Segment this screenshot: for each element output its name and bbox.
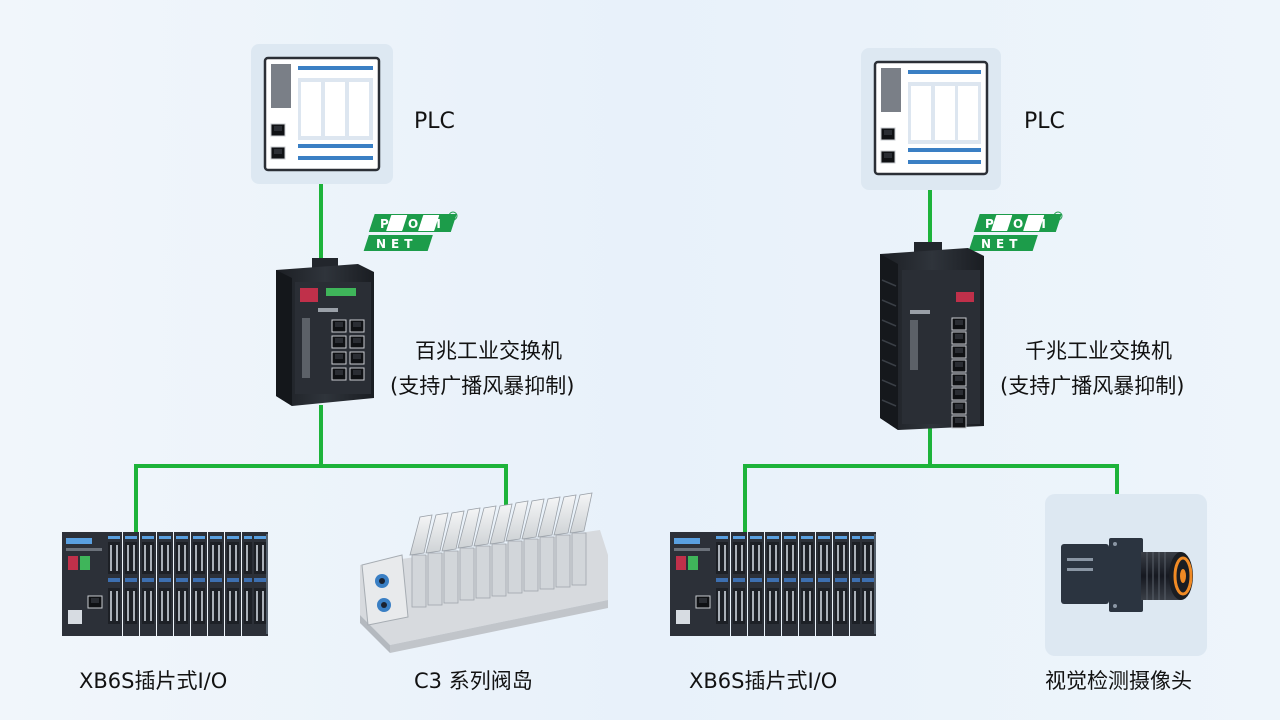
- left-profinet-bottom-text: NET: [376, 237, 417, 251]
- left-bus-line: [134, 464, 508, 540]
- left-plc-label: PLC: [414, 109, 455, 134]
- left-io-module-icon: [62, 532, 268, 636]
- right-plc-label: PLC: [1024, 109, 1065, 134]
- left-switch-icon: [276, 258, 374, 406]
- right-profinet-logo-icon: PROFI NET: [968, 211, 1063, 251]
- left-io-label: XB6S插片式I/O: [79, 669, 227, 693]
- left-switch-label-line1: 百兆工业交换机: [415, 339, 562, 363]
- right-switch-label-line2: (支持广播风暴抑制): [1000, 374, 1184, 398]
- left-switch-label-line2: (支持广播风暴抑制): [390, 374, 574, 398]
- camera-icon: [1045, 494, 1207, 656]
- right-bus-line: [743, 464, 1119, 540]
- right-profinet-bottom-text: NET: [981, 237, 1022, 251]
- right-io-label: XB6S插片式I/O: [689, 669, 837, 693]
- right-switch-icon: [880, 242, 984, 430]
- left-profinet-logo-icon: PROFI NET: [363, 211, 458, 251]
- right-plc-icon: [861, 48, 1001, 190]
- right-io-module-icon: [670, 532, 876, 636]
- left-links: [134, 182, 508, 540]
- left-plc-icon: [251, 44, 393, 184]
- valve-island-icon: [360, 492, 608, 653]
- left-profinet-top-text: PROFI: [380, 217, 446, 231]
- valve-island-label: C3 系列阀岛: [414, 669, 533, 693]
- right-profinet-top-text: PROFI: [985, 217, 1051, 231]
- left-network: PLC PROFI NET: [62, 44, 608, 693]
- right-switch-label-line1: 千兆工业交换机: [1025, 339, 1172, 363]
- camera-label: 视觉检测摄像头: [1045, 669, 1192, 693]
- right-network: PLC PROFI NET: [670, 48, 1207, 693]
